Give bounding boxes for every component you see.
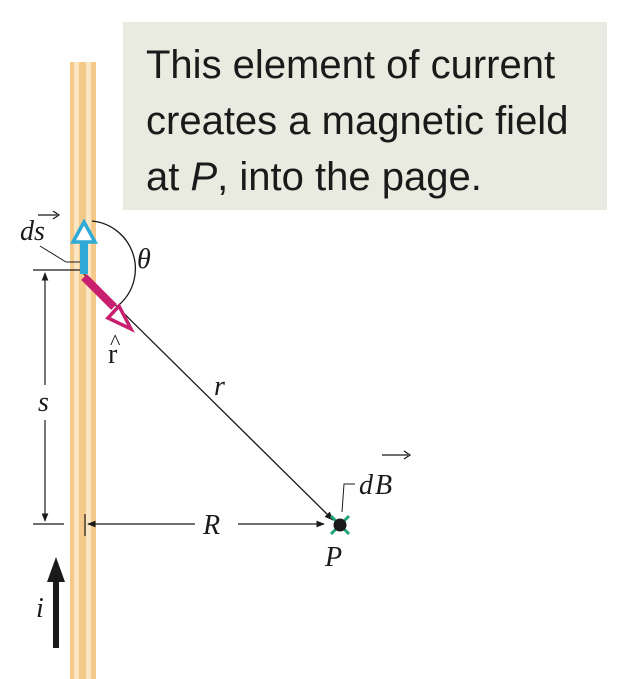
caption-line-2: creates a magnetic field (146, 99, 568, 143)
dB-vector-barhead (403, 450, 412, 460)
current-indicator: i (36, 557, 65, 648)
current-arrow-head (47, 557, 65, 582)
caption-line-3-prefix: at (146, 155, 190, 199)
caption-line-3-suffix: , into the page. (217, 155, 482, 199)
wire-highlight-right (86, 62, 91, 679)
theta-label: θ (137, 244, 151, 275)
ds-arrow-head (70, 218, 98, 244)
s-dimension: s (33, 269, 82, 525)
rhat-hat: ^ (110, 329, 121, 354)
wire-body (70, 62, 96, 679)
caption-line-3: at P, into the page. (146, 155, 482, 199)
rhat-arrow-head (105, 302, 135, 333)
R-dimension: R (84, 510, 325, 541)
current-label: i (36, 593, 44, 624)
ds-leader (39, 245, 67, 263)
rhat-arrow-shaft (81, 274, 117, 310)
r-label: r (214, 371, 225, 402)
P-label: P (324, 542, 342, 573)
wire-highlight-left (74, 62, 79, 679)
rhat-vector: r ^ (81, 274, 135, 370)
theta-arc (91, 220, 137, 305)
current-wire (70, 62, 96, 679)
caption-box: This element of current creates a magnet… (123, 22, 607, 210)
R-label: R (202, 510, 220, 541)
s-label: s (38, 387, 49, 418)
ds-label: ds (20, 216, 45, 247)
caption-line-1: This element of current (146, 43, 555, 87)
point-p-dot (333, 518, 347, 532)
dB-label: dB (359, 470, 394, 501)
caption-background (123, 22, 607, 210)
point-p: P dB (324, 450, 412, 573)
ds-vector: ds (20, 210, 98, 274)
ds-vector-barhead (52, 210, 61, 220)
rhat-label: r (108, 339, 118, 370)
caption-point-p: P (190, 155, 217, 199)
ds-arrow-shaft (80, 240, 88, 274)
dB-leader (341, 483, 355, 513)
